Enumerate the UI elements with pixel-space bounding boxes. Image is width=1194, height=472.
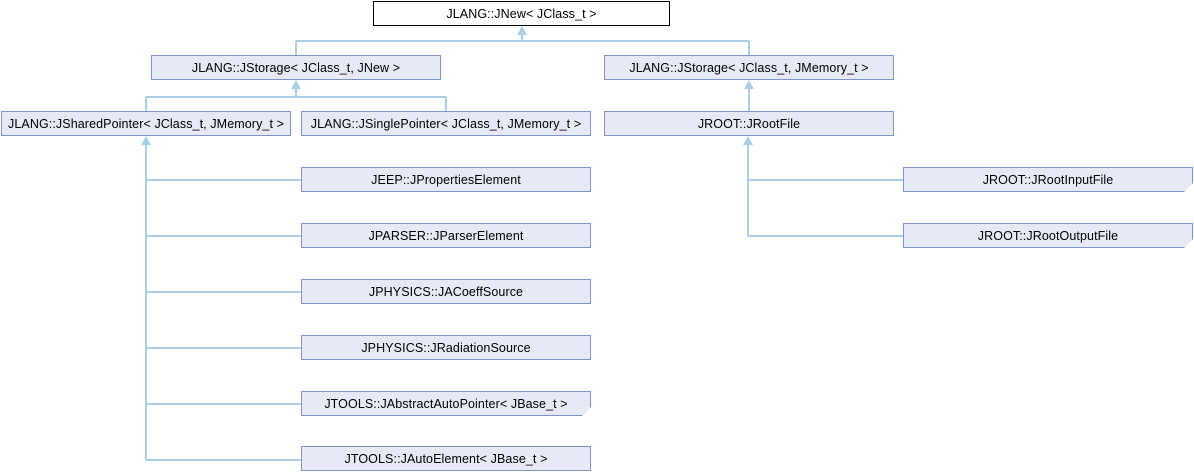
node-jnew[interactable]: JLANG::JNew< JClass_t > xyxy=(373,1,670,26)
node-jsinglepointer[interactable]: JLANG::JSinglePointer< JClass_t, JMemory… xyxy=(301,111,591,136)
arrowhead-jnew xyxy=(517,26,527,35)
node-surface xyxy=(301,391,591,416)
node-jrootoutputfile[interactable]: JROOT::JRootOutputFile xyxy=(903,223,1193,248)
node-jstorage-jclass-jnew[interactable]: JLANG::JStorage< JClass_t, JNew > xyxy=(151,55,441,80)
arrowhead-jstorage-jmemory xyxy=(744,80,754,89)
node-surface xyxy=(903,223,1193,248)
node-label: JROOT::JRootInputFile xyxy=(982,172,1114,187)
node-jrootfile[interactable]: JROOT::JRootFile xyxy=(604,111,894,136)
arrowhead-jsharedpointer xyxy=(141,136,151,145)
node-jautoelement[interactable]: JTOOLS::JAutoElement< JBase_t > xyxy=(301,446,591,471)
node-label: JPHYSICS::JRadiationSource xyxy=(361,340,531,355)
node-jparserelement[interactable]: JPARSER::JParserElement xyxy=(301,223,591,248)
node-jpropertieselement[interactable]: JEEP::JPropertiesElement xyxy=(301,167,591,192)
node-jrootinputfile[interactable]: JROOT::JRootInputFile xyxy=(903,167,1193,192)
node-jstorage-jclass-jmemory[interactable]: JLANG::JStorage< JClass_t, JMemory_t > xyxy=(604,55,894,80)
node-label: JPHYSICS::JACoeffSource xyxy=(368,284,524,299)
node-label: JROOT::JRootOutputFile xyxy=(977,228,1119,243)
node-surface xyxy=(903,167,1193,192)
node-label: JTOOLS::JAbstractAutoPointer< JBase_t > xyxy=(324,396,568,411)
arrowhead-jrootfile xyxy=(743,136,753,145)
node-label: JLANG::JSinglePointer< JClass_t, JMemory… xyxy=(310,116,582,131)
node-label: JTOOLS::JAutoElement< JBase_t > xyxy=(344,451,548,466)
node-label: JROOT::JRootFile xyxy=(697,116,801,131)
node-label: JLANG::JStorage< JClass_t, JMemory_t > xyxy=(629,60,869,75)
node-jabstractautopointer[interactable]: JTOOLS::JAbstractAutoPointer< JBase_t > xyxy=(301,391,591,416)
node-label: JPARSER::JParserElement xyxy=(368,228,524,243)
node-label: JLANG::JNew< JClass_t > xyxy=(446,6,597,21)
arrowhead-jstorage-jnew xyxy=(291,80,301,89)
node-jradiationsource[interactable]: JPHYSICS::JRadiationSource xyxy=(301,335,591,360)
node-jsharedpointer[interactable]: JLANG::JSharedPointer< JClass_t, JMemory… xyxy=(1,111,291,136)
node-jacoeffsource[interactable]: JPHYSICS::JACoeffSource xyxy=(301,279,591,304)
node-label: JLANG::JStorage< JClass_t, JNew > xyxy=(191,60,401,75)
node-label: JLANG::JSharedPointer< JClass_t, JMemory… xyxy=(7,116,285,131)
node-label: JEEP::JPropertiesElement xyxy=(371,172,521,187)
